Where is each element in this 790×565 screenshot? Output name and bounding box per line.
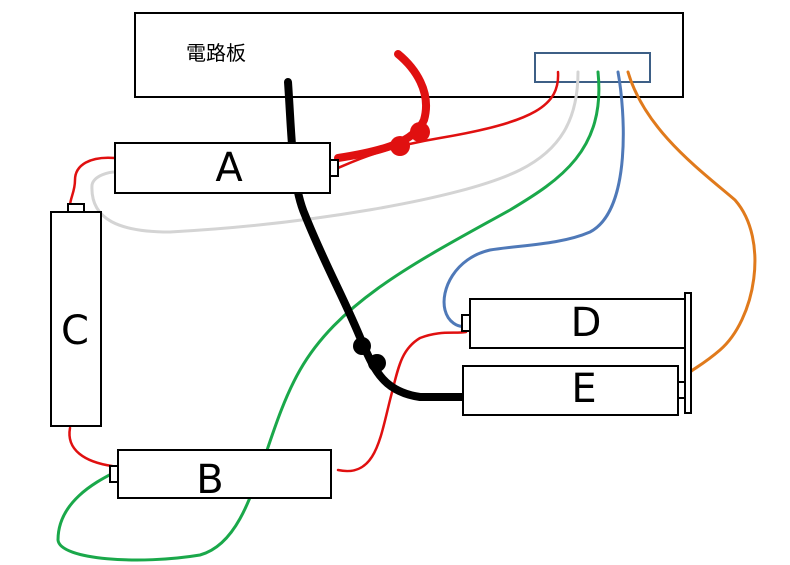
end-plate xyxy=(684,292,692,414)
red-wire-b-to-d xyxy=(336,330,468,473)
black-wire-bead-lower xyxy=(368,354,386,372)
circuit-board-label: 電路板 xyxy=(186,41,246,65)
battery-d-body xyxy=(469,298,686,349)
circuit-board: 電路板 xyxy=(134,12,684,98)
battery-a-terminal xyxy=(329,159,339,177)
battery-e-label: E xyxy=(571,366,596,412)
blue-wire xyxy=(442,70,625,328)
thick-red-lead xyxy=(334,50,430,162)
green-wire xyxy=(56,70,601,562)
battery-a-body xyxy=(114,142,331,194)
battery-d: D xyxy=(461,298,686,349)
battery-d-label: D xyxy=(571,300,602,346)
battery-b-label: B xyxy=(196,457,223,503)
battery-a-label: A xyxy=(215,145,243,191)
orange-wire xyxy=(626,70,757,374)
battery-e: E xyxy=(462,365,687,416)
red-wire-c-to-b xyxy=(68,426,114,468)
red-lead-bead-lower xyxy=(390,136,410,156)
battery-e-body xyxy=(462,365,679,416)
black-wire-bead-upper xyxy=(353,337,371,355)
red-wire-a-to-c xyxy=(68,156,117,208)
battery-b-terminal xyxy=(109,465,119,483)
red-lead-bead-upper xyxy=(410,122,430,142)
battery-a: A xyxy=(114,142,339,194)
battery-b: B xyxy=(109,449,332,503)
gray-wire xyxy=(90,70,580,234)
board-connector xyxy=(534,52,651,83)
battery-c: C xyxy=(50,203,102,427)
battery-c-label: C xyxy=(61,308,89,354)
battery-c-terminal xyxy=(67,203,85,213)
red-wire-board-to-a xyxy=(336,70,560,170)
battery-d-terminal xyxy=(461,314,471,332)
battery-b-body xyxy=(117,449,332,499)
